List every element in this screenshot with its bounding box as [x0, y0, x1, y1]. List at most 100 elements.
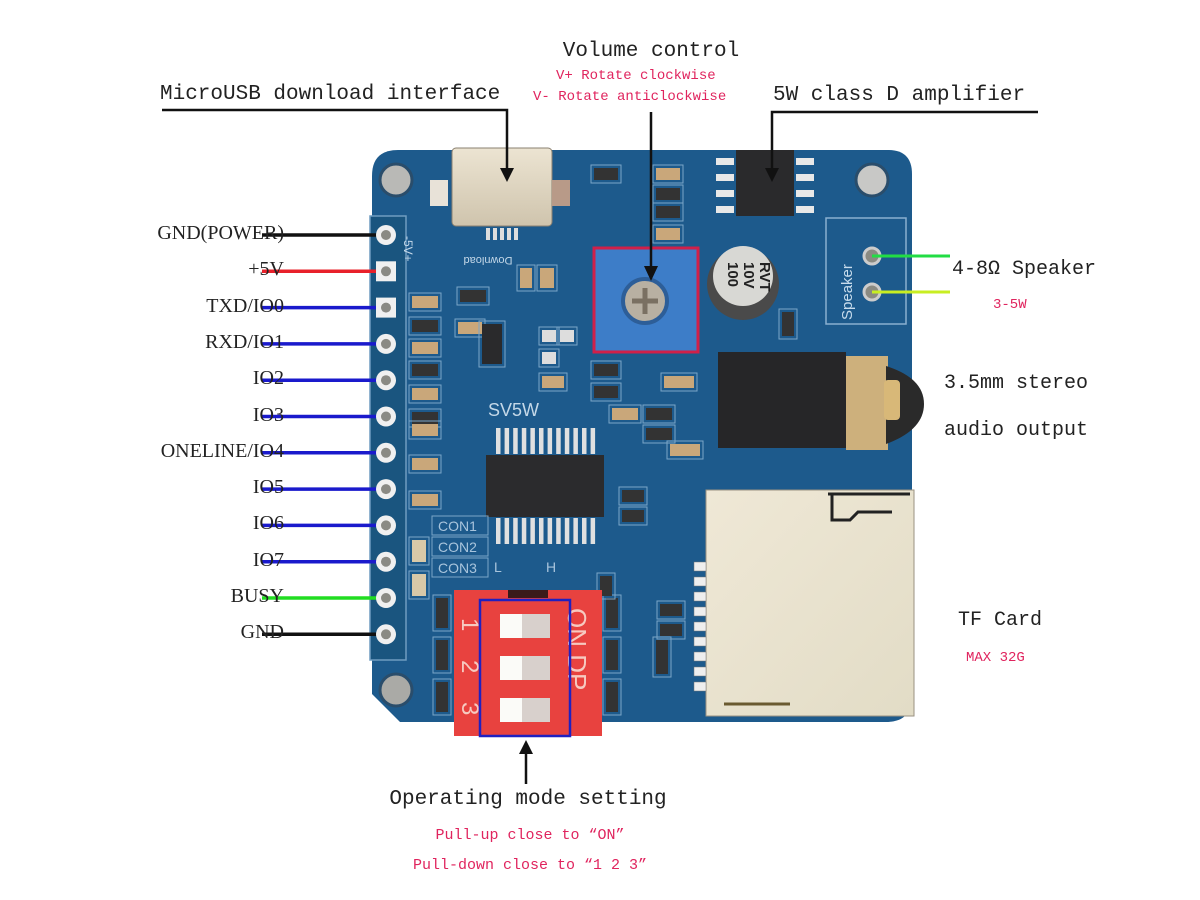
- smd-component: [594, 168, 618, 180]
- header-pin-hole: [381, 338, 391, 349]
- main-decoder-chip: [486, 455, 604, 517]
- pin-label: TXD/IO0: [206, 294, 284, 317]
- chip-pin: [556, 518, 561, 544]
- arrow-icon: [500, 168, 514, 182]
- chip-pin: [530, 518, 535, 544]
- microusb-connector: [451, 147, 553, 227]
- chip-pin: [564, 428, 570, 454]
- lh-label: L: [494, 559, 502, 575]
- arrow-icon: [519, 740, 533, 754]
- tf-card-max-note: MAX 32G: [966, 650, 1025, 666]
- pin-header-strip: [369, 215, 407, 661]
- chip-pin: [521, 428, 527, 454]
- header-pin-hole: [381, 230, 391, 240]
- speaker-silk: Speaker: [839, 264, 856, 320]
- header-pin-hole: [381, 447, 391, 458]
- chip-pin: [556, 428, 561, 454]
- smd-component: [622, 490, 644, 502]
- volume-up-note: V+ Rotate clockwise: [556, 68, 716, 84]
- amplifier-leader: [770, 110, 1038, 172]
- audio-output-label-2: audio output: [944, 419, 1089, 442]
- smd-component: [436, 640, 448, 670]
- smd-component: [542, 376, 564, 388]
- speaker-label: 4-8Ω Speaker: [952, 258, 1097, 281]
- tf-card-slot: [705, 489, 915, 717]
- volume-highlight-box: [592, 246, 700, 354]
- pin-label: IO3: [252, 403, 284, 426]
- audio-jack: [718, 352, 846, 448]
- header-pin-hole: [381, 593, 391, 603]
- smd-component: [412, 494, 438, 506]
- dip-switch-toggle[interactable]: [500, 614, 522, 638]
- header-pin-hole: [381, 556, 391, 567]
- microusb-label: MicroUSB download interface: [160, 83, 501, 106]
- chip-pin: [564, 518, 570, 544]
- smd-component: [612, 408, 638, 420]
- con-label: CON2: [438, 539, 477, 555]
- con-label: CON3: [438, 560, 477, 576]
- pin-label: +5V: [248, 258, 284, 281]
- amplifier-chip: [736, 150, 794, 216]
- smd-component: [782, 312, 794, 336]
- smd-component: [660, 604, 682, 616]
- header-silk: -5V+: [401, 236, 415, 262]
- smd-component: [458, 322, 482, 334]
- chip-pin: [496, 428, 501, 454]
- smd-component: [670, 444, 700, 456]
- smd-component: [542, 352, 556, 364]
- header-pin-hole: [381, 484, 391, 495]
- pin-label: IO6: [252, 512, 284, 535]
- chip-pin: [573, 428, 578, 454]
- dip-switch-toggle[interactable]: [500, 656, 522, 680]
- smd-component: [622, 510, 644, 522]
- lh-label: H: [546, 559, 556, 575]
- tf-card-label: TF Card: [958, 609, 1043, 632]
- smd-component: [656, 206, 680, 218]
- smd-component: [560, 330, 574, 342]
- arrow-icon: [644, 266, 658, 281]
- microusb-leader: [162, 108, 509, 172]
- pin-label: IO7: [252, 548, 284, 571]
- chip-silk: SV5W: [488, 400, 539, 420]
- smd-component: [646, 428, 672, 440]
- chip-pin: [513, 428, 518, 454]
- smd-component: [606, 640, 618, 670]
- speaker-terminal-block: [825, 217, 907, 325]
- chip-pin: [547, 428, 553, 454]
- dip-number: 2: [456, 660, 483, 673]
- smd-component: [600, 576, 612, 596]
- chip-pin: [521, 518, 527, 544]
- pin-label: GND(POWER): [157, 222, 284, 244]
- pin-label: GND: [240, 621, 284, 644]
- pin-label: BUSY: [230, 585, 284, 607]
- chip-pin: [573, 518, 578, 544]
- cap-text: 10010VRVT: [724, 262, 773, 292]
- usb-silk: Download: [464, 254, 513, 266]
- smd-component: [412, 574, 426, 596]
- mounting-hole: [378, 672, 414, 708]
- smd-component: [412, 296, 438, 308]
- smd-component: [540, 268, 554, 288]
- dip-on-label: ON DP: [562, 608, 592, 690]
- smd-component: [656, 228, 680, 240]
- smd-component: [412, 320, 438, 332]
- mode-title: Operating mode setting: [389, 788, 667, 811]
- dip-switch-toggle[interactable]: [500, 698, 522, 722]
- smd-component: [412, 424, 438, 436]
- chip-pin: [530, 428, 535, 454]
- chip-pin: [582, 518, 587, 544]
- header-pin-hole: [381, 411, 391, 422]
- speaker-power-note: 3-5W: [993, 297, 1027, 313]
- smd-component: [412, 342, 438, 354]
- smd-component: [412, 540, 426, 562]
- audio-output-label-1: 3.5mm stereo: [944, 372, 1089, 395]
- mounting-hole: [378, 162, 414, 198]
- smd-component: [594, 386, 618, 398]
- chip-pin: [513, 518, 518, 544]
- smd-component: [646, 408, 672, 420]
- smd-component: [606, 598, 618, 628]
- chip-pin: [504, 518, 510, 544]
- pin-label: RXD/IO1: [205, 330, 284, 353]
